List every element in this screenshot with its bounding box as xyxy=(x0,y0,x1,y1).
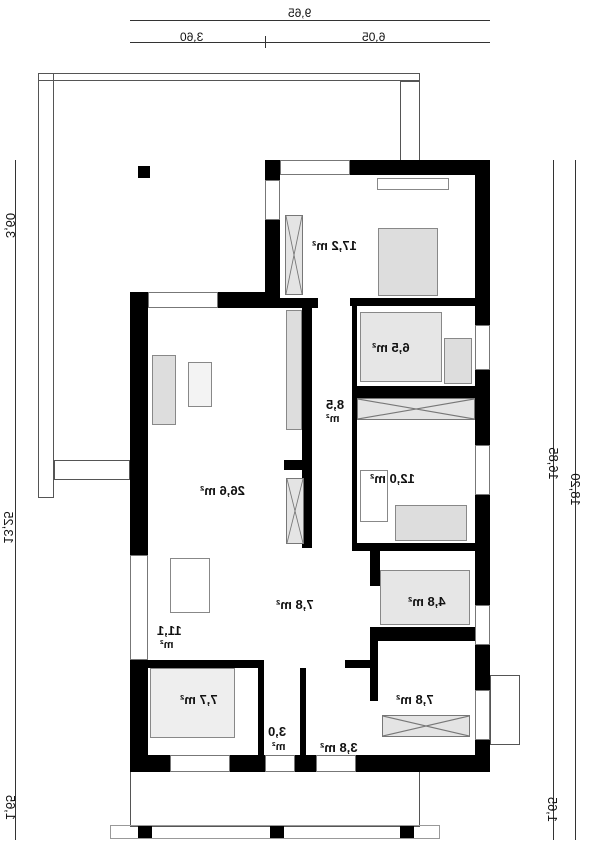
utility-floor xyxy=(380,570,470,625)
wall xyxy=(352,543,475,551)
room-label-utility: 4,8 m² xyxy=(408,594,446,609)
bathtub xyxy=(444,338,472,384)
wall xyxy=(352,386,475,398)
wall xyxy=(350,298,475,306)
cabinet xyxy=(286,478,304,544)
porch xyxy=(130,772,420,827)
porch-column xyxy=(270,825,284,839)
window xyxy=(170,755,230,772)
dimension-right-house: 16,85 xyxy=(545,447,561,480)
porch-column xyxy=(138,825,152,839)
porch-column xyxy=(400,825,414,839)
wardrobe xyxy=(382,715,470,737)
room-label-bedroom-master: 17,2 m² xyxy=(312,238,357,253)
dimension-width-left: 3,60 xyxy=(180,30,204,44)
dimension-left-bottom: 1,65 xyxy=(3,794,19,821)
door-entrance xyxy=(316,755,356,772)
room-label-kitchen: 7,7 m² xyxy=(180,692,218,707)
room-label-dining: 11,1 xyxy=(157,623,182,638)
pergola-beam-link xyxy=(54,460,130,480)
wall xyxy=(258,660,264,755)
window xyxy=(475,690,490,740)
wardrobe xyxy=(357,398,475,420)
kitchenette-counter xyxy=(286,310,302,430)
wall xyxy=(370,627,475,641)
window xyxy=(265,180,280,220)
wall xyxy=(370,551,380,586)
window xyxy=(265,755,295,772)
desk xyxy=(360,470,388,522)
dining-table xyxy=(170,558,210,613)
pergola-beam-left xyxy=(38,73,54,498)
dresser xyxy=(377,178,449,190)
dimension-line-left xyxy=(15,160,16,840)
dimension-tick xyxy=(265,36,266,48)
column-post xyxy=(138,166,150,178)
kitchen-counter xyxy=(150,668,235,738)
bed xyxy=(395,505,467,541)
window xyxy=(475,605,490,645)
window xyxy=(475,445,490,495)
wall xyxy=(280,298,318,308)
wall xyxy=(370,641,378,701)
wall-chimney xyxy=(302,308,312,548)
pergola-beam-top xyxy=(38,73,420,81)
room-label-vestibule: 3,8 m² xyxy=(320,740,358,755)
dimension-width-right: 6,05 xyxy=(362,30,386,44)
dimension-left-main: 13,25 xyxy=(0,511,16,544)
window xyxy=(130,555,148,660)
window xyxy=(280,160,350,175)
room-label-dining-unit: m² xyxy=(160,639,174,651)
dimension-right-bottom: 1,65 xyxy=(545,796,561,823)
porch-step xyxy=(110,825,440,839)
room-label-pantry-unit: m² xyxy=(272,741,286,753)
window xyxy=(148,292,218,308)
wall xyxy=(345,660,370,668)
pergola-column xyxy=(400,81,420,161)
window xyxy=(475,325,490,370)
room-label-pantry: 3,0 xyxy=(268,724,287,739)
room-label-living: 26,6 m² xyxy=(200,483,245,498)
dimension-total-width: 9,65 xyxy=(288,6,312,20)
dimension-line-right-house xyxy=(553,160,554,840)
room-label-hall: 8,5 xyxy=(326,397,345,412)
dimension-right-total: 18,20 xyxy=(567,473,583,506)
double-bed xyxy=(378,228,438,296)
dimension-line-right-total xyxy=(575,160,576,840)
wall xyxy=(130,292,148,772)
wall xyxy=(300,668,306,755)
room-label-hall-unit: m² xyxy=(326,413,340,425)
room-label-entrance: 7,8 m² xyxy=(276,597,314,612)
dimension-left-top: 3,60 xyxy=(3,212,19,239)
bathroom-floor xyxy=(360,312,442,382)
side-step xyxy=(490,675,520,745)
room-label-boiler-room: 7,8 m² xyxy=(396,692,434,707)
chimney xyxy=(284,460,306,470)
room-label-bedroom-2: 12,0 m² xyxy=(370,471,415,486)
wall xyxy=(148,660,258,668)
dimension-line-split xyxy=(130,42,490,43)
dimension-line-total xyxy=(130,20,490,21)
sofa xyxy=(152,355,176,425)
room-label-bathroom: 6,5 m² xyxy=(372,340,410,355)
coffee-table xyxy=(188,362,212,407)
wardrobe xyxy=(285,215,303,295)
wall xyxy=(352,306,357,546)
